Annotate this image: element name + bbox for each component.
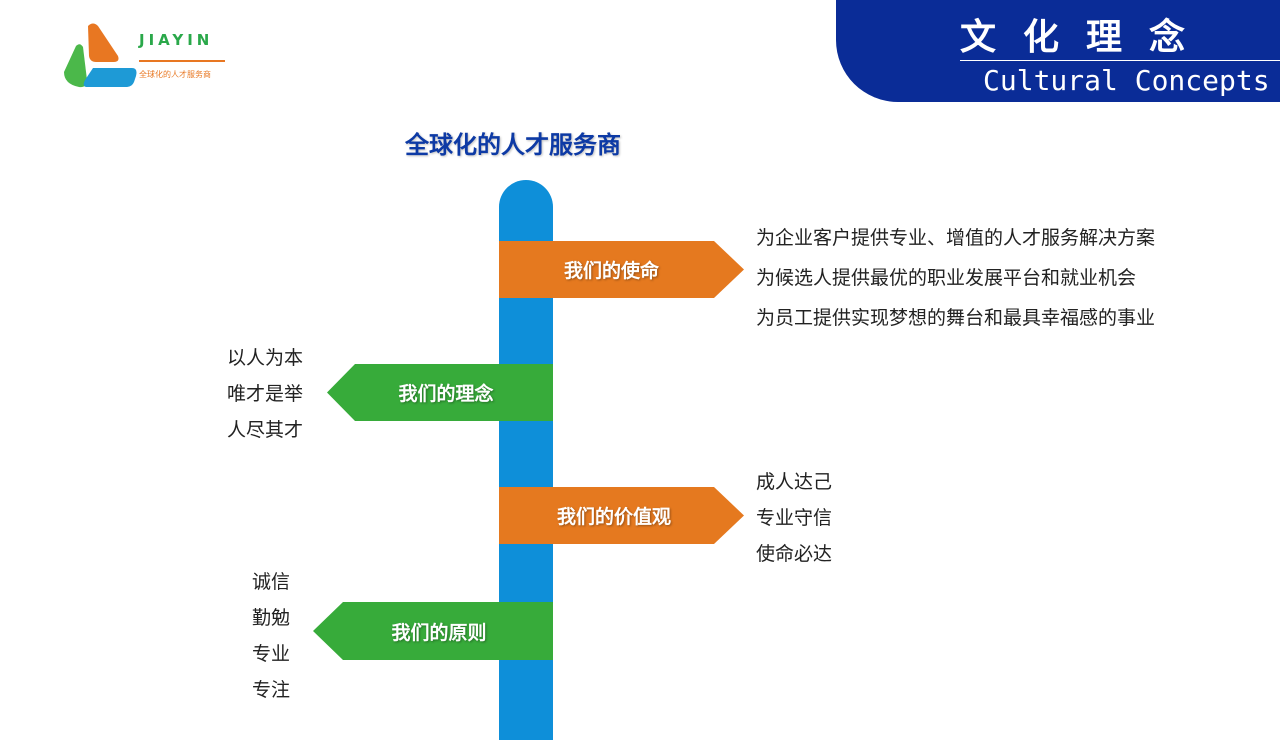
logo-tagline: 全球化的人才服务商 — [139, 70, 211, 79]
list-item: 成人达己 — [756, 471, 833, 493]
list-item: 为候选人提供最优的职业发展平台和就业机会 — [756, 267, 1137, 289]
list-item: 专注 — [252, 679, 291, 701]
jiayin-logo-icon — [64, 23, 137, 88]
concept-list: 以人为本 唯才是举 人尽其才 — [227, 340, 303, 448]
sign-principle-label: 我们的原则 — [391, 621, 487, 644]
sign-mission: 我们的使命 — [499, 241, 744, 298]
list-item: 专业 — [252, 643, 291, 665]
header-subtitle: Cultural Concepts — [983, 64, 1270, 97]
arrow-left-shape — [313, 602, 553, 660]
header-title: 文化理念 — [960, 17, 1213, 58]
company-logo: JIAYIN 全球化的人才服务商 — [62, 22, 232, 90]
arrow-left-shape — [327, 364, 553, 421]
page-title: 全球化的人才服务商 — [405, 131, 621, 159]
sign-principle: 我们的原则 — [313, 602, 553, 660]
header-badge: 文化理念 Cultural Concepts — [836, 0, 1280, 102]
values-list: 成人达己 专业守信 使命必达 — [756, 464, 832, 572]
sign-values-label: 我们的价值观 — [556, 506, 671, 528]
list-item: 人尽其才 — [227, 419, 304, 441]
list-item: 使命必达 — [756, 543, 833, 565]
header-divider — [960, 60, 1280, 61]
list-item: 唯才是举 — [227, 383, 304, 405]
list-item: 以人为本 — [227, 347, 304, 369]
logo-divider — [139, 60, 225, 62]
arrow-right-shape — [499, 241, 744, 298]
logo-brand-name: JIAYIN — [139, 31, 214, 49]
sign-values: 我们的价值观 — [499, 487, 744, 544]
sign-concept: 我们的理念 — [327, 364, 553, 421]
list-item: 勤勉 — [252, 607, 291, 629]
list-item: 为员工提供实现梦想的舞台和最具幸福感的事业 — [756, 307, 1156, 329]
sign-mission-label: 我们的使命 — [563, 260, 659, 282]
list-item: 为企业客户提供专业、增值的人才服务解决方案 — [756, 227, 1156, 249]
list-item: 诚信 — [252, 571, 291, 593]
list-item: 专业守信 — [756, 507, 833, 529]
principle-list: 诚信 勤勉 专业 专注 — [252, 564, 290, 708]
sign-concept-label: 我们的理念 — [398, 383, 494, 405]
mission-list: 为企业客户提供专业、增值的人才服务解决方案 为候选人提供最优的职业发展平台和就业… — [756, 218, 1155, 338]
arrow-right-shape — [499, 487, 744, 544]
